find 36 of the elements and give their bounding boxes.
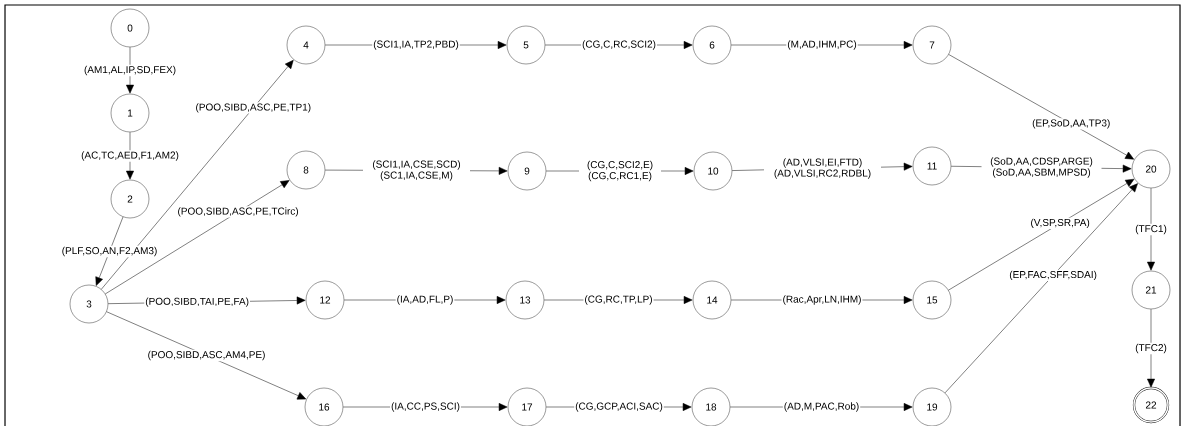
edge-label: (CG,C,RC,SCI2)	[581, 39, 657, 51]
edge-label: (IA,AD,FL,P)	[395, 294, 455, 306]
arrow	[944, 183, 1138, 394]
edge-label: (SCI1,IA,TP2,PBD)	[372, 39, 460, 51]
edge-label: (TFC1)	[1134, 223, 1168, 236]
arrow	[1147, 308, 1155, 388]
arrow	[126, 46, 134, 94]
edge-label: (EP,FAC,SFF,SDAI)	[1008, 269, 1098, 282]
edge-label: (CG,GCP,ACI,SAC)	[574, 401, 664, 413]
edge-label: (AM1,AL,IP,SD,FEX)	[82, 64, 178, 77]
arrow	[126, 131, 134, 180]
edge-label: (V,SP,SR,PA)	[1029, 217, 1091, 230]
edge-label: (POO,SIBD,ASC,PE,TP1)	[194, 102, 313, 114]
arrow	[1147, 187, 1155, 271]
edge-label: (Rac,Apr,LN,IHM)	[781, 294, 863, 306]
arrow	[95, 216, 124, 286]
edge-label: (AD,M,PAC,Rob)	[782, 401, 861, 413]
arrow	[106, 311, 307, 400]
edge-label: (AD,VLSI,EI,FTD) (AD,VLSI,RC2,RDBL)	[764, 157, 881, 180]
edge-label: (EP,SoD,AA,TP3)	[1031, 118, 1112, 130]
edge-label: (POO,SIBD,ASC,PE,TCirc)	[176, 206, 300, 218]
edge-label: (SoD,AA,CDSP,ARGE) (SoD,AA,SBM,MPSD)	[981, 156, 1102, 179]
edge-label: (PLF,SO,AN,F2,AM3)	[60, 245, 159, 258]
arrow	[101, 59, 294, 290]
edge-label: (IA,CC,PS,SCI)	[390, 401, 461, 413]
edge-label: (POO,SIBD,ASC,AM4,PE)	[146, 349, 267, 362]
edge-label: (AC,TC,AED,F1,AM2)	[80, 150, 180, 162]
arrow	[948, 178, 1135, 291]
edge-label: (SCI1,IA,CSE,SCD) (SC1,IA,CSE,M)	[363, 159, 470, 182]
arrow	[948, 54, 1134, 160]
edge-label: (TFC2)	[1134, 342, 1168, 355]
edge-label: (M,AD,IHM,PC)	[786, 39, 858, 51]
edge-label: (CG,C,SCI2,E) (CG,C,RC1,E)	[579, 159, 661, 183]
arrow	[105, 180, 290, 295]
edge-label: (CG,RC,TP,LP)	[583, 294, 654, 306]
edge-label: (POO,SIBD,TAI,PE,FA)	[144, 296, 250, 308]
